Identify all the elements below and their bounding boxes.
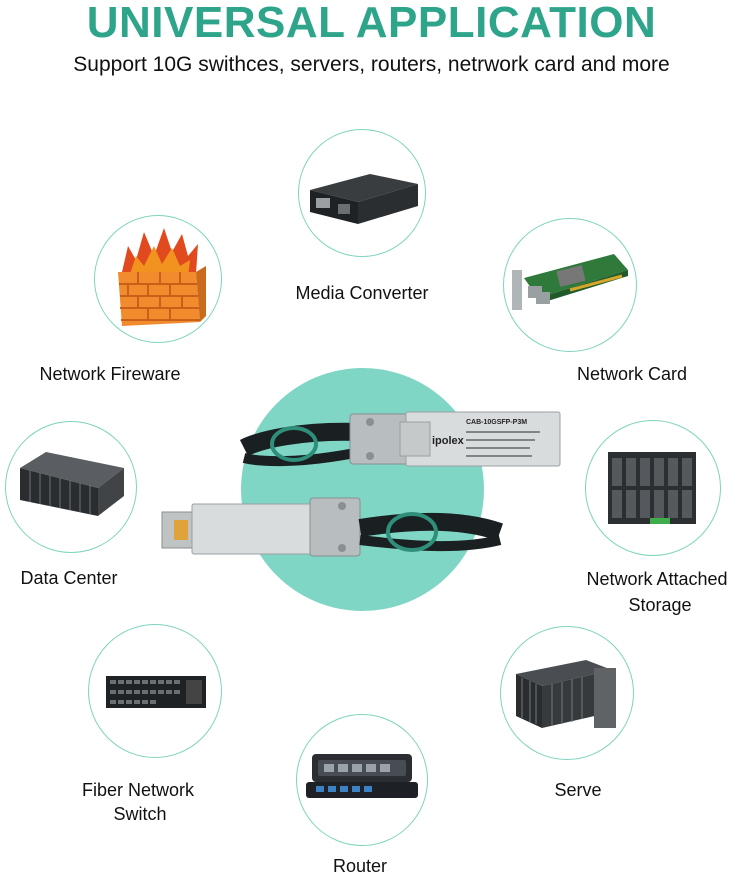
server-icon [516,660,616,728]
firewall-icon [118,228,206,326]
media-converter-icon [310,174,418,224]
data-center-icon [20,452,124,516]
firewall-label: Network Fireware [39,364,181,384]
nas-label-line2: Storage [628,595,692,615]
page-subtitle: Support 10G swithces, servers, routers, … [73,53,670,76]
data-center-label: Data Center [20,568,118,588]
switch-icon [106,676,206,708]
nas-label-line1: Network Attached [586,569,728,589]
center-circle [241,368,484,611]
dac-cable-image: ipolex CAB-10GSFP-P3M [161,411,561,557]
page-title: UNIVERSAL APPLICATION [86,0,657,47]
product-model: CAB-10GSFP-P3M [466,419,527,426]
media-converter-label: Media Converter [295,283,429,303]
switch-label-line1: Fiber Network [81,780,195,800]
server-label: Serve [554,780,602,800]
nas-icon [608,452,696,524]
product-brand: ipolex [432,435,465,447]
network-card-label: Network Card [576,364,688,384]
router-label: Router [332,856,388,876]
network-card-icon [512,254,628,310]
switch-label-line2: Switch [113,804,167,824]
router-icon [306,754,418,798]
